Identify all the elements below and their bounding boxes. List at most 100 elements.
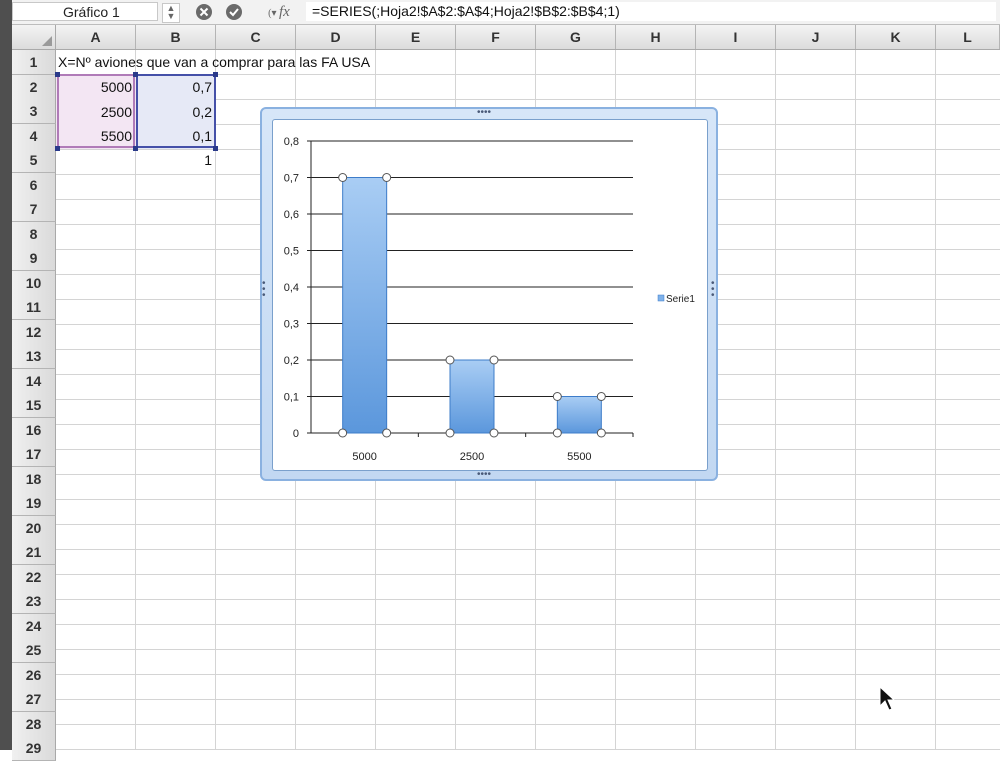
y-tick-label: 0,6 bbox=[284, 209, 299, 221]
bar-selection-handle[interactable] bbox=[489, 355, 499, 365]
formula-input[interactable]: =SERIES(;Hoja2!$A$2:$A$4;Hoja2!$B$2:$B$4… bbox=[306, 2, 996, 21]
bar[interactable] bbox=[556, 396, 602, 434]
row-header[interactable]: 20 bbox=[12, 515, 56, 541]
y-tick-label: 0,2 bbox=[284, 355, 299, 367]
column-header[interactable]: J bbox=[776, 25, 856, 49]
cell-A2[interactable]: 5000 bbox=[100, 79, 132, 95]
row-header[interactable]: 15 bbox=[12, 393, 56, 418]
column-header[interactable]: G bbox=[536, 25, 616, 49]
resize-handle-right[interactable]: ••• bbox=[711, 278, 715, 301]
range-handle[interactable] bbox=[133, 72, 138, 77]
row-header[interactable]: 5 bbox=[12, 148, 56, 173]
bar-selection-handle[interactable] bbox=[445, 428, 455, 438]
cell-A1[interactable]: X=Nº aviones que van a comprar para las … bbox=[58, 54, 371, 70]
column-header[interactable]: F bbox=[456, 25, 536, 49]
range-border-y bbox=[136, 74, 216, 148]
resize-handle-bottom[interactable]: •••• bbox=[477, 469, 492, 480]
bar[interactable] bbox=[449, 359, 495, 434]
cell-B5[interactable]: 1 bbox=[204, 152, 212, 168]
column-header[interactable]: L bbox=[936, 25, 1000, 49]
row-header[interactable]: 3 bbox=[12, 99, 56, 124]
row-header[interactable]: 13 bbox=[12, 344, 56, 369]
row-header[interactable]: 6 bbox=[12, 172, 56, 198]
cell-B4[interactable]: 0,1 bbox=[192, 128, 212, 144]
row-header[interactable]: 21 bbox=[12, 540, 56, 565]
row-header[interactable]: 4 bbox=[12, 123, 56, 149]
row-header[interactable]: 23 bbox=[12, 589, 56, 614]
resize-handle-left[interactable]: ••• bbox=[262, 278, 266, 301]
row-header[interactable]: 29 bbox=[12, 736, 56, 761]
bar[interactable] bbox=[342, 177, 388, 434]
row-header[interactable]: 27 bbox=[12, 687, 56, 712]
bar-selection-handle[interactable] bbox=[596, 392, 606, 401]
row-header[interactable]: 2 bbox=[12, 74, 56, 100]
bar-selection-handle[interactable] bbox=[382, 428, 392, 438]
row-header[interactable]: 28 bbox=[12, 711, 56, 737]
row-header[interactable]: 14 bbox=[12, 368, 56, 394]
column-header[interactable]: A bbox=[56, 25, 136, 49]
enter-icon[interactable] bbox=[224, 3, 244, 21]
row-header[interactable]: 12 bbox=[12, 319, 56, 345]
x-tick-label: 2500 bbox=[460, 451, 484, 463]
range-highlight-x bbox=[56, 74, 136, 149]
row-header[interactable]: 16 bbox=[12, 417, 56, 443]
function-dropdown-icon: (▾ bbox=[268, 8, 280, 19]
row-header[interactable]: 25 bbox=[12, 638, 56, 663]
select-all-corner[interactable] bbox=[12, 25, 56, 49]
name-box-spinner[interactable]: ▲▼ bbox=[162, 3, 180, 23]
range-handle[interactable] bbox=[133, 146, 138, 151]
window-edge bbox=[0, 0, 12, 750]
column-header-row: A B C D E F G H I J K L bbox=[12, 25, 1000, 50]
column-header[interactable]: C bbox=[216, 25, 296, 49]
row-header[interactable]: 1 bbox=[12, 50, 56, 75]
column-header[interactable]: B bbox=[136, 25, 216, 49]
row-header[interactable]: 11 bbox=[12, 295, 56, 320]
row-header[interactable]: 17 bbox=[12, 442, 56, 467]
y-tick-label: 0,7 bbox=[284, 173, 299, 185]
range-handle[interactable] bbox=[55, 146, 60, 151]
bar-selection-handle[interactable] bbox=[552, 392, 562, 401]
column-header[interactable]: H bbox=[616, 25, 696, 49]
bar-selection-handle[interactable] bbox=[338, 173, 348, 182]
bar-selection-handle[interactable] bbox=[552, 428, 562, 438]
bar-selection-handle[interactable] bbox=[382, 173, 392, 182]
insert-function-button[interactable]: (▾ fx bbox=[256, 3, 302, 21]
row-header[interactable]: 19 bbox=[12, 491, 56, 516]
x-tick-label: 5500 bbox=[567, 451, 591, 463]
cancel-icon[interactable] bbox=[194, 3, 214, 21]
column-header[interactable]: K bbox=[856, 25, 936, 49]
column-header[interactable]: I bbox=[696, 25, 776, 49]
row-header[interactable]: 7 bbox=[12, 197, 56, 222]
range-handle[interactable] bbox=[55, 72, 60, 77]
legend-label[interactable]: Serie1 bbox=[666, 294, 695, 305]
bar-selection-handle[interactable] bbox=[338, 428, 348, 438]
bar-selection-handle[interactable] bbox=[489, 428, 499, 438]
cell-B2[interactable]: 0,7 bbox=[192, 79, 212, 95]
row-header[interactable]: 24 bbox=[12, 613, 56, 639]
row-header[interactable]: 9 bbox=[12, 246, 56, 271]
bar-selection-handle[interactable] bbox=[445, 355, 455, 365]
fx-label: fx bbox=[279, 4, 290, 20]
range-handle[interactable] bbox=[213, 72, 218, 77]
row-header[interactable]: 26 bbox=[12, 662, 56, 688]
column-header[interactable]: D bbox=[296, 25, 376, 49]
cell-B3[interactable]: 0,2 bbox=[192, 104, 212, 120]
y-tick-label: 0,4 bbox=[284, 282, 299, 294]
x-tick-label: 5000 bbox=[352, 451, 376, 463]
row-header[interactable]: 8 bbox=[12, 221, 56, 247]
range-handle[interactable] bbox=[213, 146, 218, 151]
y-tick-label: 0 bbox=[293, 428, 299, 440]
bar-selection-handle[interactable] bbox=[596, 428, 606, 438]
y-tick-label: 0,5 bbox=[284, 246, 299, 258]
row-header[interactable]: 18 bbox=[12, 466, 56, 492]
resize-handle-top[interactable]: •••• bbox=[477, 107, 492, 118]
row-header[interactable]: 22 bbox=[12, 564, 56, 590]
row-header[interactable]: 10 bbox=[12, 270, 56, 296]
cell-A3[interactable]: 2500 bbox=[100, 104, 132, 120]
column-header[interactable]: E bbox=[376, 25, 456, 49]
name-box[interactable]: Gráfico 1 bbox=[12, 2, 158, 21]
cell-A4[interactable]: 5500 bbox=[100, 128, 132, 144]
